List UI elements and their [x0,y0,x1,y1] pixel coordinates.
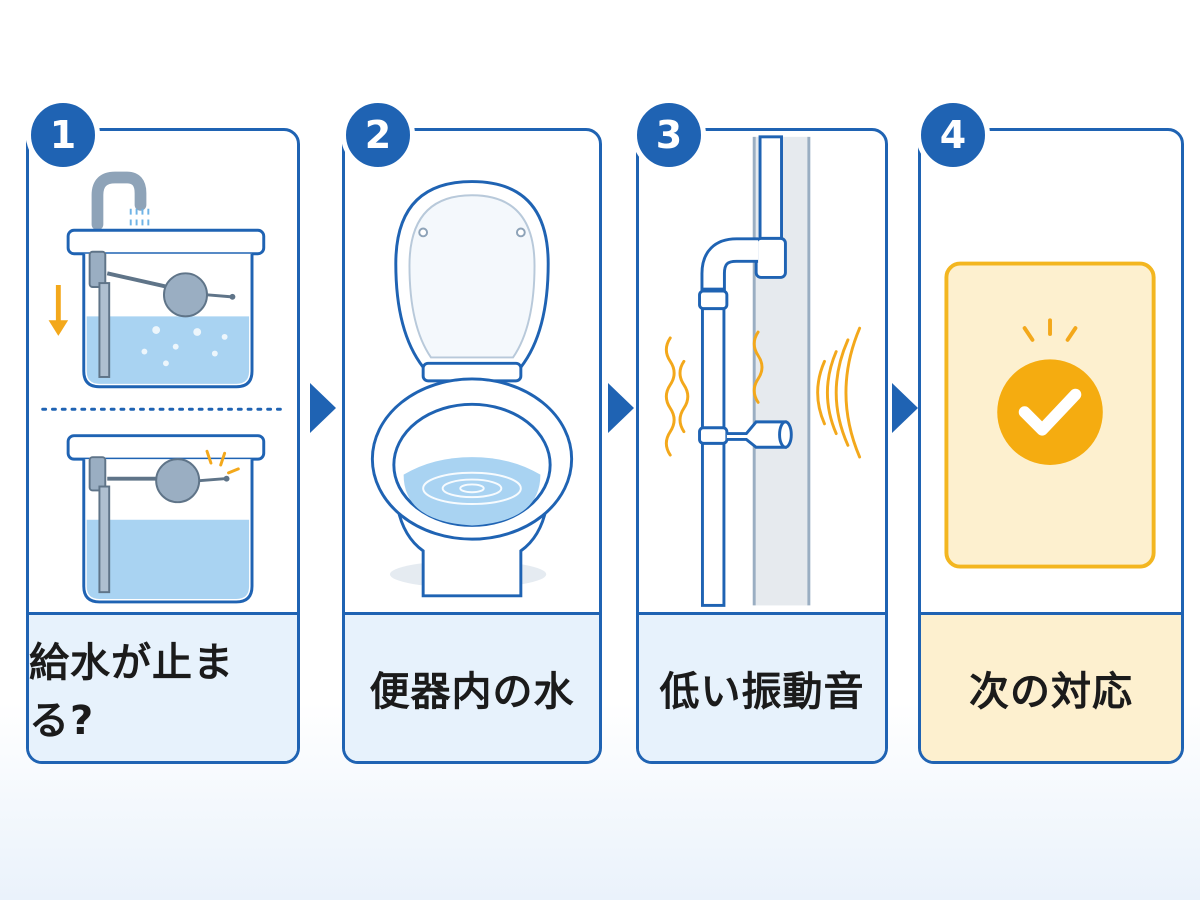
toilet-bowl-icon [370,180,574,598]
step-1-number-badge: 1 [26,98,100,172]
step-2-panel: 便器内の水 [342,128,602,764]
step-4-caption: 次の対応 [921,612,1181,761]
vibrating-pipe-icon [664,135,862,607]
step-3-number-badge: 3 [632,98,706,172]
step-4-panel: 次の対応 [918,128,1184,764]
step-2-number-badge: 2 [341,98,415,172]
step-1-panel: 給水が止まる? [26,128,300,764]
step-2-caption-text: 便器内の水 [369,669,575,715]
next-step-arrow-icon [608,383,634,433]
step-4-caption-text: 次の対応 [969,669,1133,715]
step-3-panel: 低い振動音 [636,128,888,764]
step-3-caption: 低い振動音 [639,612,885,761]
step-4-number-badge: 4 [916,98,990,172]
step-3-caption-text: 低い振動音 [659,669,865,715]
next-step-arrow-icon [310,383,336,433]
step-1-caption: 給水が止まる? [29,612,297,761]
toilet-tank-icon [41,171,287,604]
check-icon [944,261,1156,569]
step-2-caption: 便器内の水 [345,612,599,761]
step-1-caption-text: 給水が止まる? [29,640,234,744]
next-step-arrow-icon [892,383,918,433]
